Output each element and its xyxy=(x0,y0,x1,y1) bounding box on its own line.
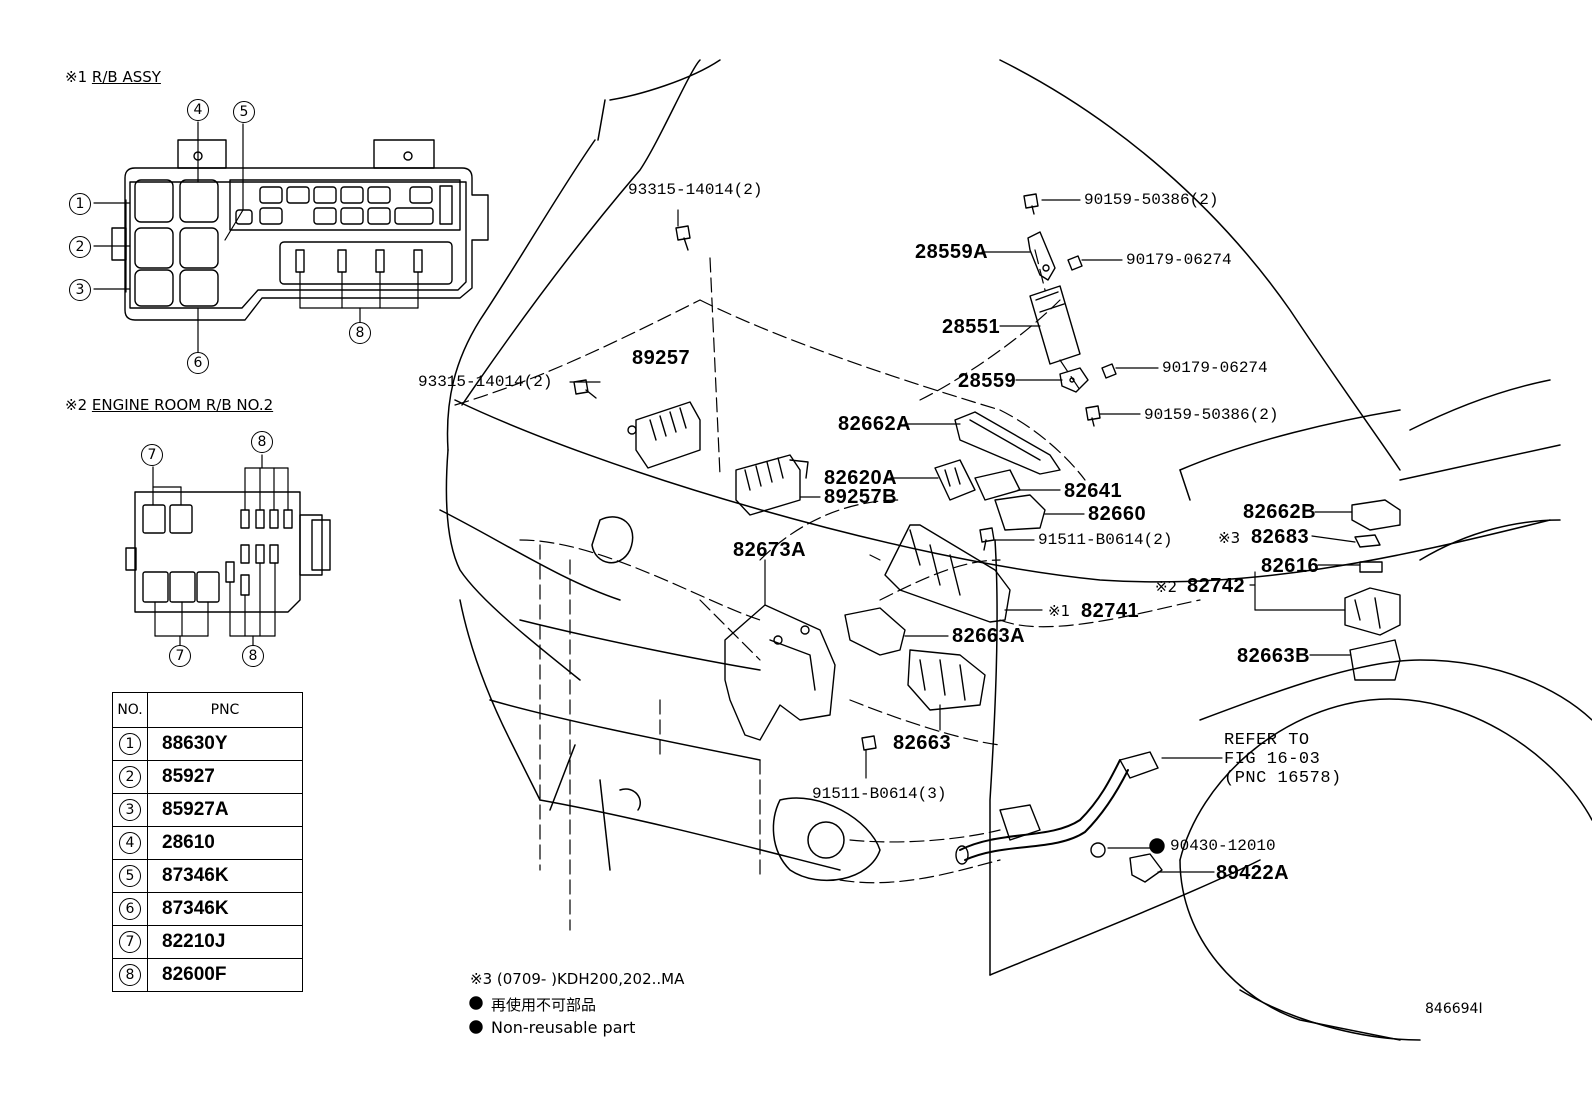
part-drawings xyxy=(573,193,1401,883)
row-no: 4 xyxy=(119,832,141,854)
callout-2: 2 xyxy=(69,236,91,258)
label-90159-mid[interactable]: 90159-50386(2) xyxy=(1144,406,1279,424)
row-pnc: 85927A xyxy=(147,793,303,827)
rb-no2-prefix: ※2 xyxy=(65,396,88,414)
table-row: 1 88630Y xyxy=(112,727,303,761)
note-3: ※3 (0709- )KDH200,202..MA xyxy=(470,970,685,988)
label-28559[interactable]: 28559 xyxy=(958,370,1017,392)
row-pnc: 87346K xyxy=(147,892,303,926)
refer-line-3: (PNC 16578) xyxy=(1224,769,1342,788)
rb-no2-drawing xyxy=(125,491,331,613)
label-90430[interactable]: 90430-12010 xyxy=(1170,837,1276,855)
row-no: 7 xyxy=(119,931,141,953)
legend-text-1: 再使用不可部品 xyxy=(491,996,597,1014)
label-82663[interactable]: 82663 xyxy=(893,732,952,754)
label-82641[interactable]: 82641 xyxy=(1064,480,1123,502)
label-82663B[interactable]: 82663B xyxy=(1237,645,1311,667)
rb-assy-leaders xyxy=(93,121,419,353)
label-28551[interactable]: 28551 xyxy=(942,316,1001,338)
row-pnc: 82210J xyxy=(147,925,303,959)
figure-id: 846694I xyxy=(1425,1001,1483,1017)
legend-text-2: Non-reusable part xyxy=(491,1018,636,1037)
label-91511-bot[interactable]: 91511-B0614(3) xyxy=(812,785,947,803)
row-no: 3 xyxy=(119,799,141,821)
label-82662B[interactable]: 82662B xyxy=(1243,501,1317,523)
header-pnc: PNC xyxy=(147,692,303,728)
label-28559A[interactable]: 28559A xyxy=(915,241,989,263)
callout-5: 5 xyxy=(233,101,255,123)
marker-82683: ※3 xyxy=(1218,529,1241,547)
part-leaders xyxy=(569,199,1361,873)
table-row: 2 85927 xyxy=(112,760,303,794)
dashed-lines xyxy=(454,249,1201,931)
callout-7-top: 7 xyxy=(141,444,163,466)
table-row: 8 82600F xyxy=(112,958,303,992)
label-82663A[interactable]: 82663A xyxy=(952,625,1026,647)
callout-6: 6 xyxy=(187,352,209,374)
label-82616[interactable]: 82616 xyxy=(1261,555,1320,577)
label-93315-left[interactable]: 93315-14014(2) xyxy=(418,373,553,391)
row-no: 2 xyxy=(119,766,141,788)
label-90159-top[interactable]: 90159-50386(2) xyxy=(1084,191,1219,209)
row-no: 6 xyxy=(119,898,141,920)
table-row: 3 85927A xyxy=(112,793,303,827)
header-no: NO. xyxy=(112,692,148,728)
callout-8-top: 8 xyxy=(251,431,273,453)
rb-no2-leaders xyxy=(152,454,289,646)
callout-1: 1 xyxy=(69,193,91,215)
legend-bullet-2 xyxy=(469,1020,483,1034)
rb-assy-title: R/B ASSY xyxy=(91,68,161,86)
row-no: 1 xyxy=(119,733,141,755)
row-pnc: 87346K xyxy=(147,859,303,893)
rb-assy-prefix: ※1 xyxy=(65,68,88,86)
callout-8-bottom: 8 xyxy=(242,645,264,667)
table-row: 5 87346K xyxy=(112,859,303,893)
table-row: 6 87346K xyxy=(112,892,303,926)
table-row: 4 28610 xyxy=(112,826,303,860)
label-82683[interactable]: 82683 xyxy=(1251,526,1310,548)
row-no: 8 xyxy=(119,964,141,986)
legend-bullet-1 xyxy=(469,996,483,1010)
rb-assy-header: ※1 R/B ASSY xyxy=(65,68,161,86)
label-93315-top[interactable]: 93315-14014(2) xyxy=(628,181,763,199)
label-82662A[interactable]: 82662A xyxy=(838,413,912,435)
callout-4: 4 xyxy=(187,99,209,121)
rb-no2-title: ENGINE ROOM R/B NO.2 xyxy=(91,396,274,414)
label-82673A[interactable]: 82673A xyxy=(733,539,807,561)
vehicle-outline xyxy=(439,59,1592,1041)
refer-line-2: FIG 16-03 xyxy=(1224,750,1321,769)
row-pnc: 85927 xyxy=(147,760,303,794)
callout-8-rb: 8 xyxy=(349,322,371,344)
label-82660[interactable]: 82660 xyxy=(1088,503,1147,525)
table-row: 7 82210J xyxy=(112,925,303,959)
label-91511-top[interactable]: 91511-B0614(2) xyxy=(1038,531,1173,549)
refer-line-1: REFER TO xyxy=(1224,731,1310,750)
label-89257[interactable]: 89257 xyxy=(632,347,691,369)
rb-no2-header: ※2 ENGINE ROOM R/B NO.2 xyxy=(65,396,273,414)
nonreusable-marker-90430 xyxy=(1149,838,1165,854)
marker-82742: ※2 xyxy=(1155,578,1178,596)
pnc-table-header: NO. PNC xyxy=(112,692,303,728)
label-89257B[interactable]: 89257B xyxy=(824,486,898,508)
callout-7-bottom: 7 xyxy=(169,645,191,667)
row-pnc: 28610 xyxy=(147,826,303,860)
marker-82741: ※1 xyxy=(1048,602,1071,620)
row-pnc: 88630Y xyxy=(147,727,303,761)
label-82741[interactable]: 82741 xyxy=(1081,600,1140,622)
row-pnc: 82600F xyxy=(147,958,303,992)
label-82742[interactable]: 82742 xyxy=(1187,575,1246,597)
label-90179-mid[interactable]: 90179-06274 xyxy=(1162,359,1268,377)
label-90179-top[interactable]: 90179-06274 xyxy=(1126,251,1232,269)
row-no: 5 xyxy=(119,865,141,887)
label-89422A[interactable]: 89422A xyxy=(1216,862,1290,884)
label-82620A[interactable]: 82620A xyxy=(824,467,898,489)
callout-3: 3 xyxy=(69,279,91,301)
